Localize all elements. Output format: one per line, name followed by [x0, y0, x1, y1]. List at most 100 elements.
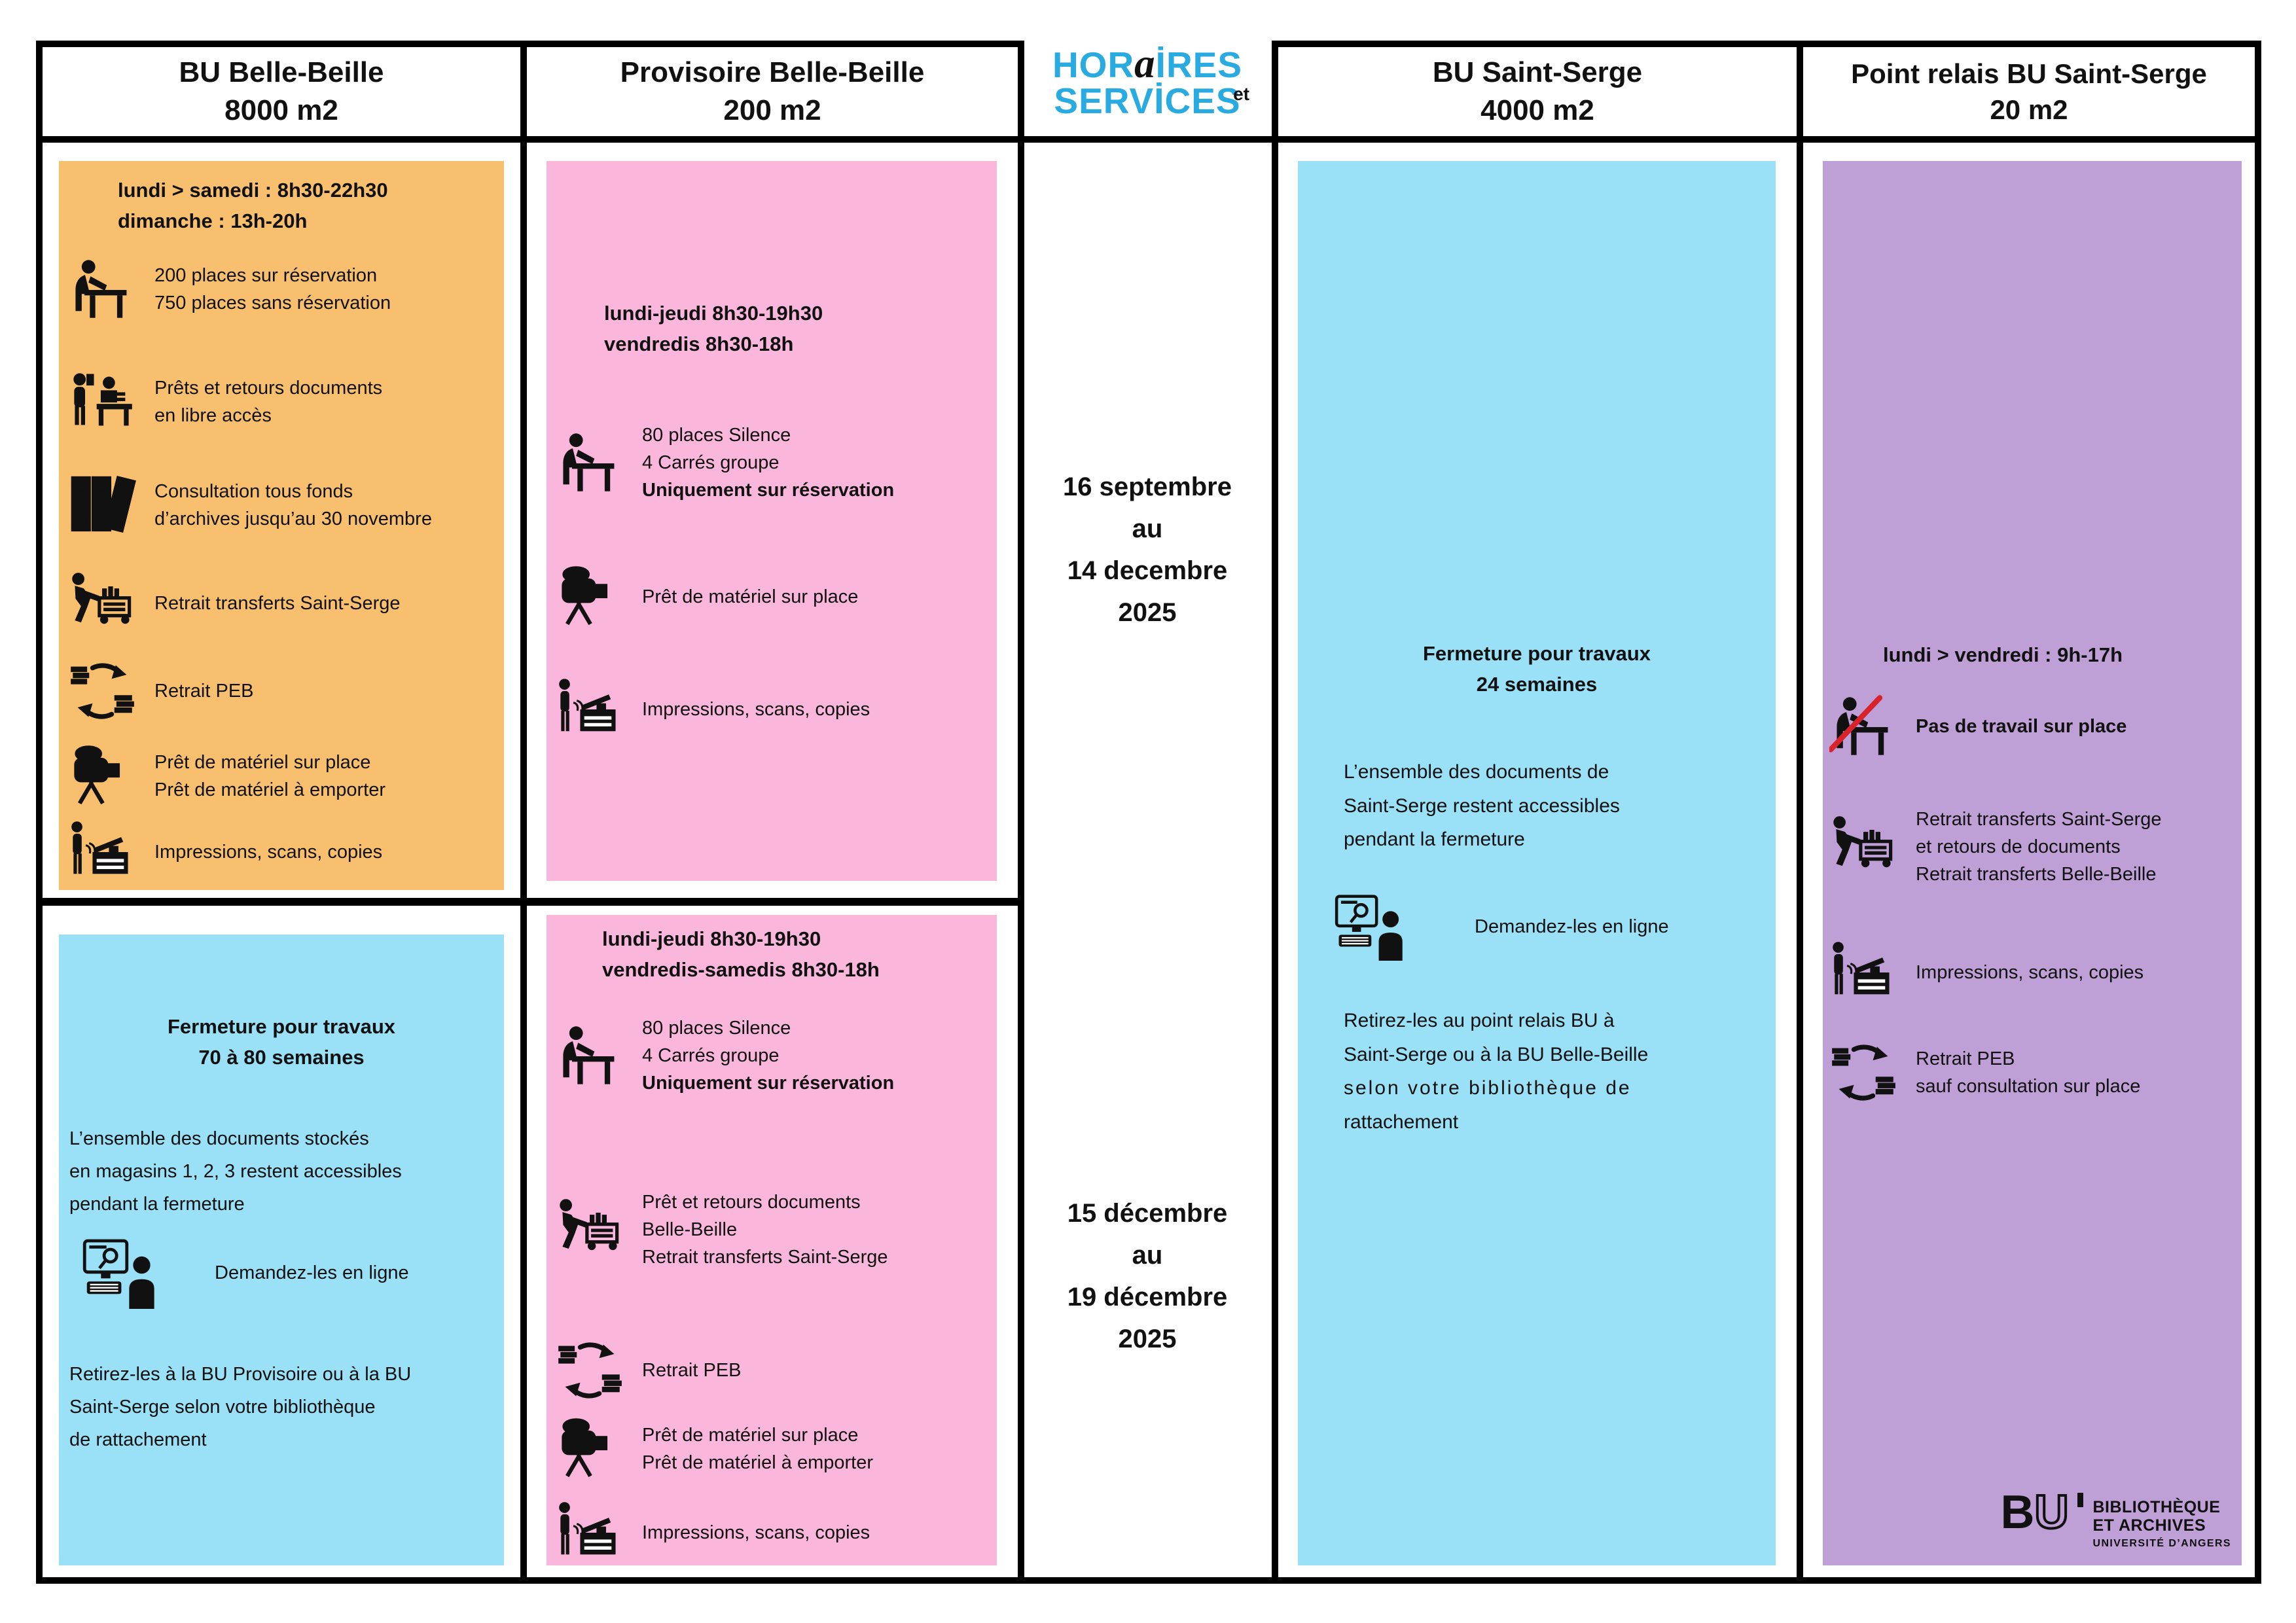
panel-provisoire-period1: lundi-jeudi 8h30-19h30 vendredis 8h30-18…: [547, 161, 997, 881]
header-bu-belle-beille: BU Belle-Beille 8000 m2: [43, 47, 520, 136]
book-cart-icon: [68, 572, 136, 635]
study-desk-icon: [68, 258, 136, 321]
divider-col2-center: [1018, 41, 1024, 1584]
period-line: 14 decembre: [1067, 556, 1228, 585]
service-line: Prêt de matériel sur place: [642, 586, 859, 607]
service-line: Prêt de matériel sur place: [642, 1424, 859, 1446]
paragraph-line: Retirez-les à la BU Provisoire ou à la B…: [69, 1364, 412, 1385]
bu-university-logo: BU BIBLIOTHÈQUE ET ARCHIVES UNIVERSITÉ D…: [2000, 1488, 2231, 1550]
header-line: Point relais BU Saint-Serge: [1851, 58, 2207, 89]
period-line: au: [1132, 514, 1163, 543]
printer-icon: [556, 1501, 624, 1564]
logo-text-line: UNIVERSITÉ D’ANGERS: [2092, 1538, 2231, 1549]
service-row: Retrait PEB sauf consultation sur place: [1829, 1041, 2236, 1104]
period-line: 2025: [1118, 1325, 1177, 1353]
closure-title: Fermeture pour travaux 70 à 80 semaines: [59, 1012, 504, 1073]
service-line: Retrait transferts Saint-Serge: [642, 1247, 888, 1268]
service-line: Prêt de matériel à emporter: [154, 779, 386, 800]
panel-belle-beille-open: lundi > samedi : 8h30-22h30 dimanche : 1…: [59, 161, 504, 890]
online-request-text: Demandez-les en ligne: [1475, 916, 1669, 937]
book-cart-icon: [556, 1198, 624, 1261]
period-line: 16 septembre: [1063, 473, 1232, 501]
header-bu-saint-serge: BU Saint-Serge 4000 m2: [1278, 47, 1797, 136]
service-text: Impressions, scans, copies: [642, 1519, 870, 1546]
online-request-row: Demandez-les en ligne: [77, 1237, 409, 1309]
service-line: Retrait transferts Saint-Serge: [154, 592, 401, 614]
hours-line: vendredis-samedis 8h30-18h: [602, 957, 880, 981]
paragraph-line: Retirez-les au point relais BU à: [1344, 1010, 1615, 1031]
period-line: 19 décembre: [1067, 1283, 1228, 1311]
service-text: Retrait transferts Saint-Serge et retour…: [1916, 806, 2162, 888]
peb-icon: [1829, 1041, 1897, 1104]
header-line: 4000 m2: [1480, 94, 1594, 126]
online-request-text: Demandez-les en ligne: [215, 1262, 409, 1283]
service-line: 200 places sur réservation: [154, 264, 378, 286]
study-desk-icon: [556, 1024, 624, 1087]
service-line: Impressions, scans, copies: [154, 841, 383, 863]
service-row: Impressions, scans, copies: [556, 1501, 992, 1564]
header-line: 8000 m2: [224, 94, 338, 126]
logo-hor: HOR: [1052, 45, 1135, 85]
loan-counter-icon: [68, 370, 136, 433]
service-line-bold: Uniquement sur réservation: [642, 480, 895, 501]
service-row: Retrait PEB: [68, 660, 499, 722]
peb-icon: [556, 1339, 624, 1402]
service-row: Retrait transferts Saint-Serge et retour…: [1829, 806, 2236, 888]
panel-provisoire-period2: lundi-jeudi 8h30-19h30 vendredis-samedis…: [547, 915, 997, 1565]
service-text: Impressions, scans, copies: [642, 696, 870, 723]
service-line: d’archives jusqu’au 30 novembre: [154, 508, 432, 529]
service-line: Impressions, scans, copies: [1916, 961, 2144, 983]
header-bottom-line: [36, 136, 2261, 143]
service-text: Retrait PEB: [642, 1357, 742, 1384]
service-row: Prêt de matériel sur place: [556, 565, 992, 628]
closure-paragraph: L’ensemble des documents stockés en maga…: [69, 1123, 402, 1221]
period-line: 15 décembre: [1067, 1199, 1228, 1228]
paragraph-line: pendant la fermeture: [1344, 829, 1525, 851]
hours-line: dimanche : 13h-20h: [118, 209, 308, 232]
printer-icon: [556, 678, 624, 741]
header-line: 200 m2: [723, 94, 821, 126]
opening-hours: lundi > vendredi : 9h-17h: [1883, 643, 2123, 666]
opening-hours: lundi-jeudi 8h30-19h30 vendredis-samedis…: [602, 924, 880, 985]
service-row: Retrait PEB: [556, 1339, 992, 1402]
service-row: 200 places sur réservation 750 places sa…: [68, 258, 499, 321]
logo-text-line: BIBLIOTHÈQUE: [2092, 1498, 2221, 1516]
service-row: Prêts et retours documents en libre accè…: [68, 370, 499, 433]
border-top-right-span: [1272, 41, 2261, 47]
closure-line: Fermeture pour travaux: [1423, 642, 1651, 665]
paragraph-line: rattachement: [1344, 1111, 1459, 1133]
header-line: 20 m2: [1990, 94, 2068, 125]
service-line: 80 places Silence: [642, 1018, 791, 1039]
service-line: 4 Carrés groupe: [642, 452, 780, 474]
panel-saint-serge-closure: Fermeture pour travaux 24 semaines L’ens…: [1298, 161, 1776, 1565]
logo-line-1: HORaİRES: [1023, 42, 1272, 85]
paragraph-line: L’ensemble des documents stockés: [69, 1128, 369, 1149]
logo-apostrophe: [2077, 1493, 2084, 1507]
service-row: Retrait transferts Saint-Serge: [68, 572, 499, 635]
header-point-relais: Point relais BU Saint-Serge 20 m2: [1803, 47, 2255, 136]
period-line: 2025: [1118, 598, 1177, 627]
header-provisoire-belle-beille: Provisoire Belle-Beille 200 m2: [527, 47, 1018, 136]
service-text: Retrait transferts Saint-Serge: [154, 590, 401, 617]
service-row: Impressions, scans, copies: [1829, 941, 2236, 1004]
service-text: Prêt de matériel sur place: [642, 583, 858, 611]
service-text: Impressions, scans, copies: [1916, 959, 2144, 986]
period-2: 15 décembre au 19 décembre 2025: [1023, 1192, 1272, 1360]
panel-belle-beille-closure: Fermeture pour travaux 70 à 80 semaines …: [59, 935, 504, 1565]
logo-et: et: [1233, 84, 1249, 104]
service-text: Prêt de matériel sur place Prêt de matér…: [154, 749, 386, 804]
horaires-services-logo: HORaİRES SERVİCES et: [1023, 42, 1272, 140]
service-line: Retrait transferts Saint-Serge: [1916, 809, 2162, 830]
service-row: Impressions, scans, copies: [68, 821, 499, 883]
closure-line: 24 semaines: [1476, 672, 1598, 696]
service-line-bold: Uniquement sur réservation: [642, 1073, 895, 1094]
archives-icon: [68, 474, 136, 537]
service-row: Prêt et retours documents Belle-Beille R…: [556, 1188, 992, 1271]
online-request-row: Demandez-les en ligne: [1331, 893, 1669, 961]
logo-line-2: SERVİCES: [1054, 80, 1241, 122]
online-request-icon: [77, 1237, 162, 1309]
service-line: Retrait PEB: [642, 1359, 742, 1381]
service-row: Pas de travail sur place: [1827, 695, 2236, 758]
paragraph-line: Saint-Serge ou à la BU Belle-Beille: [1344, 1043, 1649, 1065]
paragraph-line: Saint-Serge selon votre bibliothèque: [69, 1396, 376, 1418]
